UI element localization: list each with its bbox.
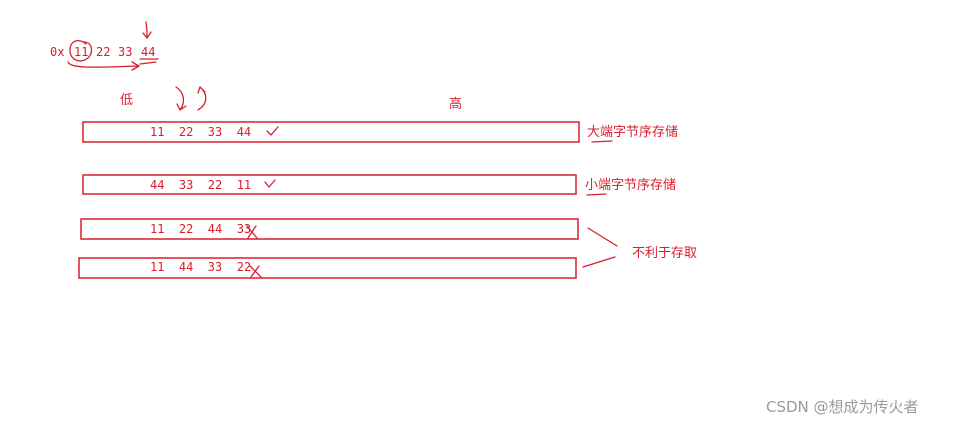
low-address-label: 低 xyxy=(120,93,133,108)
byte-44-underline xyxy=(139,58,159,65)
memory-row-mixed-a xyxy=(80,218,579,240)
curved-up-arrow-icon xyxy=(197,86,207,111)
hex-byte-2: 22 xyxy=(96,45,110,59)
hex-prefix: 0x xyxy=(50,45,64,59)
circle-annotation xyxy=(69,39,93,62)
row-label-big-endian: 大端字节序存储 xyxy=(587,125,678,140)
memory-row-big-endian xyxy=(82,121,580,143)
down-arrow-icon xyxy=(142,21,152,39)
bracket-mark xyxy=(582,227,618,268)
underline-arrow xyxy=(67,61,140,71)
label-underline xyxy=(591,140,613,143)
hex-byte-3: 33 xyxy=(118,45,132,59)
csdn-watermark: CSDN @想成为传火者 xyxy=(766,398,919,416)
hex-byte-1: 11 xyxy=(74,45,88,59)
curved-down-arrow-icon xyxy=(175,86,187,111)
memory-row-little-endian xyxy=(82,174,577,195)
label-underline xyxy=(586,193,607,196)
memory-row-mixed-b xyxy=(78,257,577,279)
row-bytes: 11 22 44 33 xyxy=(150,222,251,236)
check-mark-icon xyxy=(266,126,279,136)
row-bytes: 11 44 33 22 xyxy=(150,260,251,274)
row-label-little-endian: 小端字节序存储 xyxy=(585,178,676,193)
cross-mark-icon xyxy=(246,225,258,239)
row-bytes: 11 22 33 44 xyxy=(150,125,251,139)
bracket-note: 不利于存取 xyxy=(632,246,697,261)
check-mark-icon xyxy=(264,179,276,188)
hex-byte-4: 44 xyxy=(141,45,155,59)
high-address-label: 高 xyxy=(449,96,462,112)
cross-mark-icon xyxy=(249,265,262,278)
row-bytes: 44 33 22 11 xyxy=(150,178,251,192)
